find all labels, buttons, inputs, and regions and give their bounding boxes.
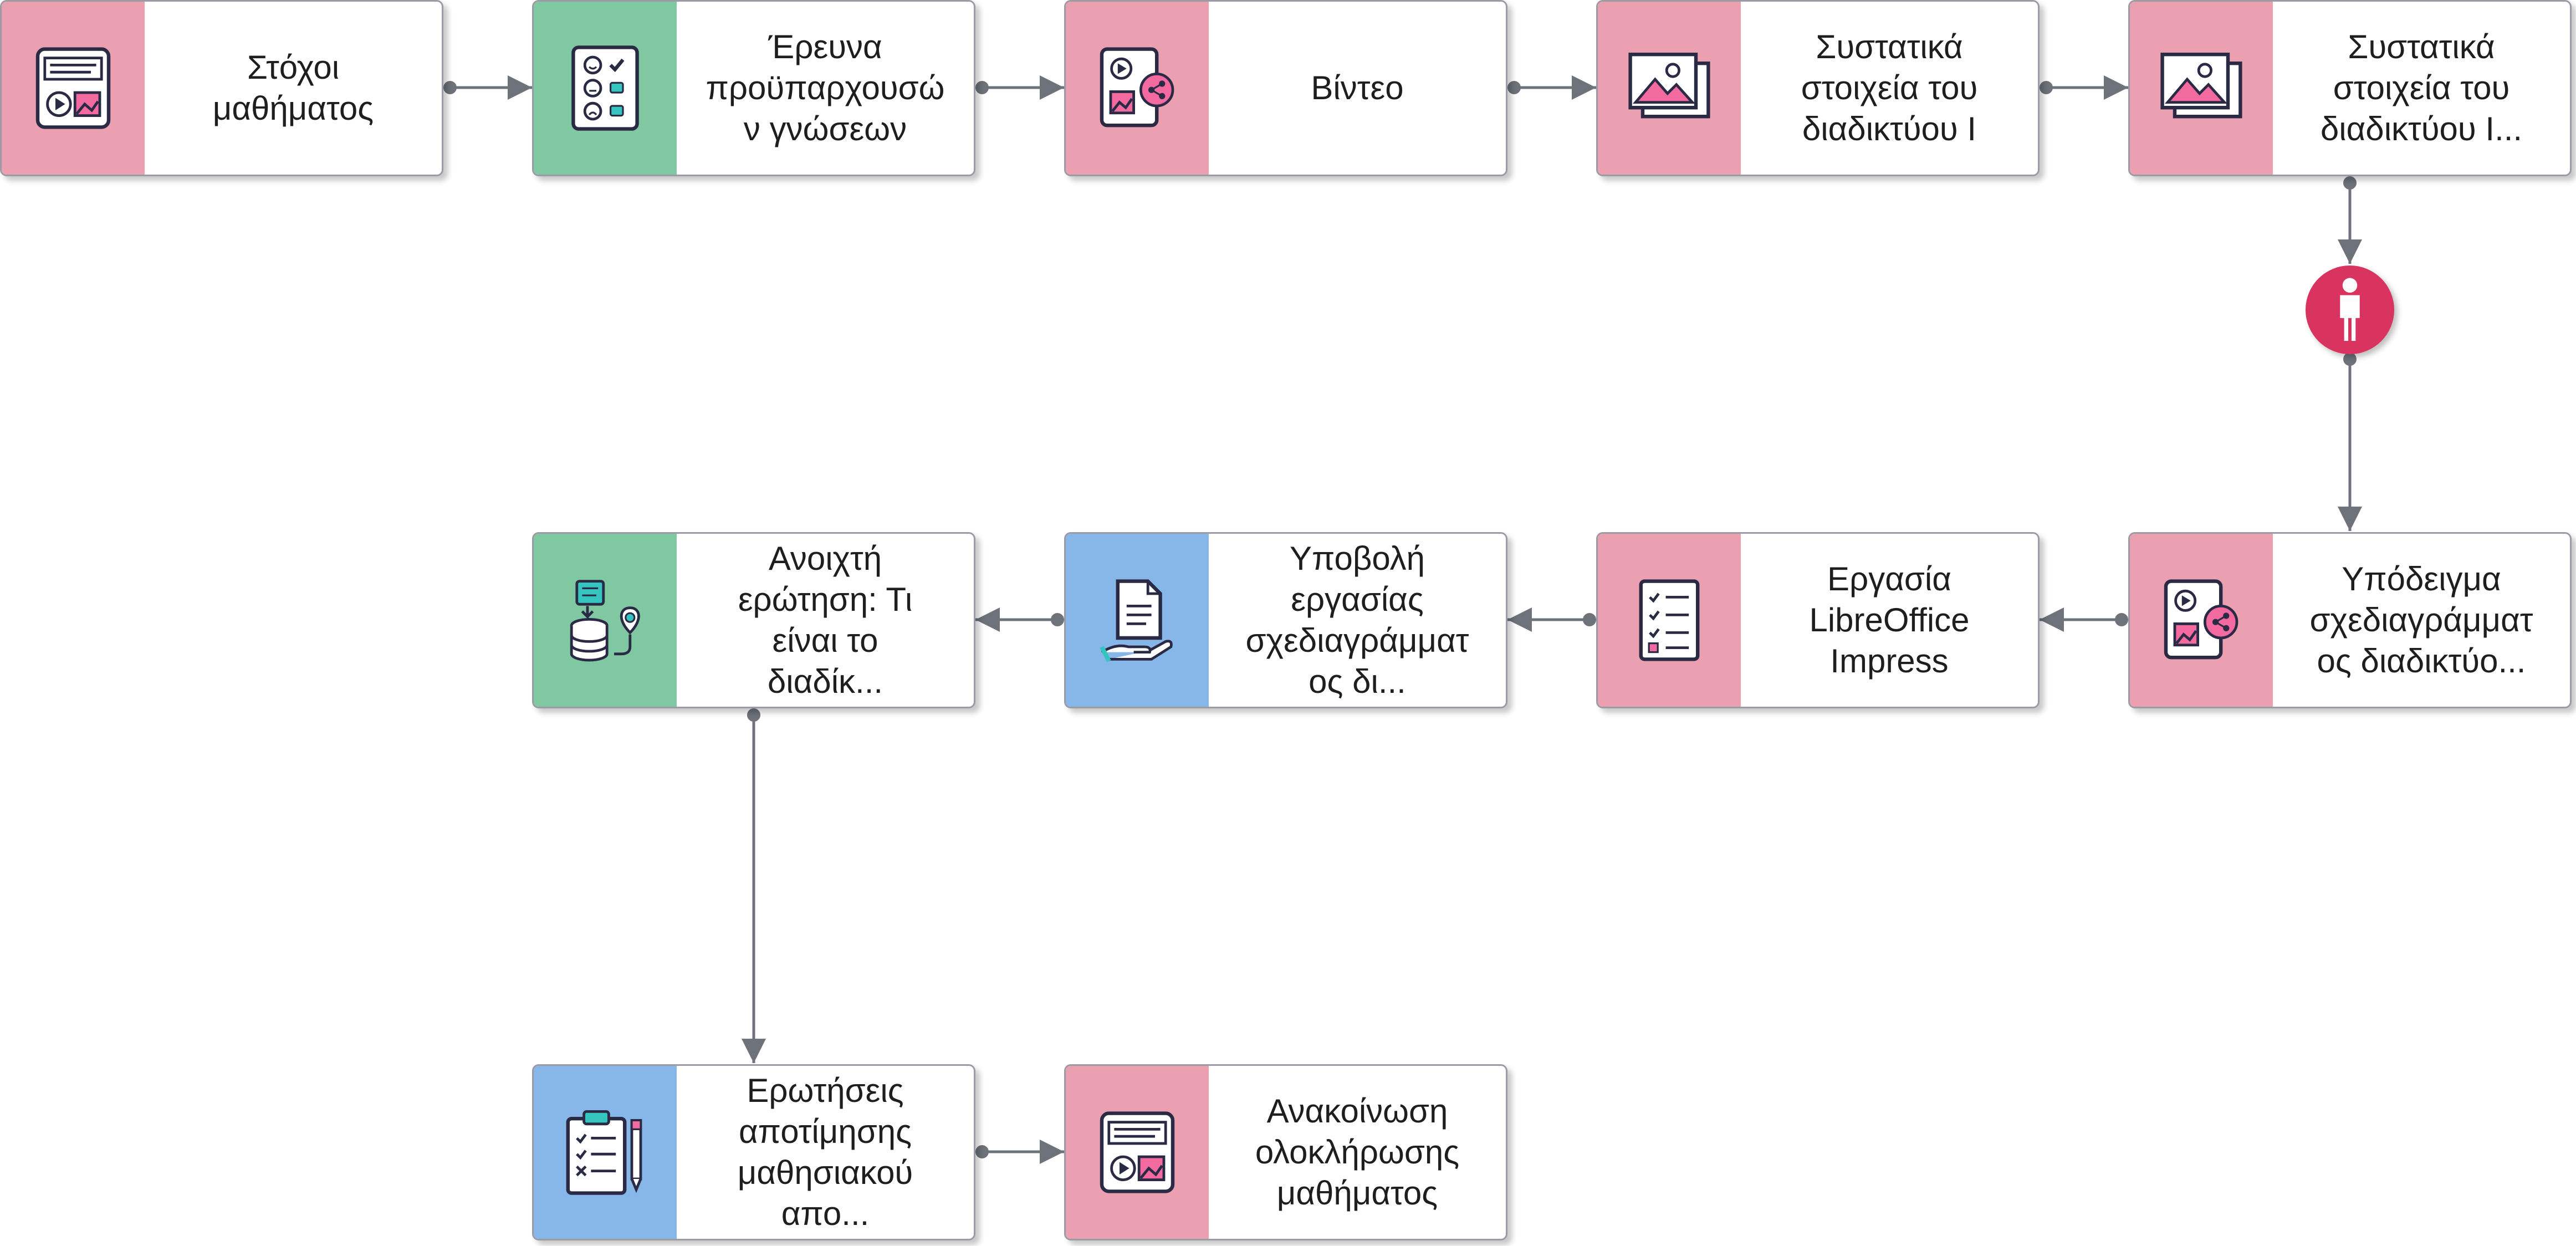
node-label: Εργασία LibreOffice Impress (1809, 560, 1970, 680)
node-label: Υπόδειγμα σχεδιαγράμματ ος διαδικτύο... (2309, 560, 2533, 680)
conditional-gate[interactable] (2306, 265, 2394, 354)
node-category-band (2130, 534, 2273, 707)
activity-node-internet-components-1[interactable]: Συστατικά στοιχεία του διαδικτύου Ι (1596, 0, 2040, 176)
image-gallery-icon (1628, 52, 1710, 119)
survey-icon (571, 45, 639, 131)
node-category-band (1066, 1066, 1209, 1239)
node-label: Συστατικά στοιχεία του διαδικτύου Ι... (2320, 28, 2523, 147)
node-category-band (534, 2, 677, 175)
node-category-band (1066, 534, 1209, 707)
node-label: Ερωτήσεις αποτίμησης μαθησιακού απο... (737, 1072, 913, 1232)
connector-port (1051, 613, 1064, 626)
activity-node-internet-diagram-example[interactable]: Υπόδειγμα σχεδιαγράμματ ος διαδικτύο... (2128, 532, 2572, 708)
node-category-band (2130, 2, 2273, 175)
node-category-band (1066, 2, 1209, 175)
node-label: Συστατικά στοιχεία του διαδικτύου Ι (1801, 28, 1978, 147)
activity-node-open-question[interactable]: Ανοιχτή ερώτηση: Τι είναι το διαδίκ... (532, 532, 975, 708)
activity-node-lesson-goals[interactable]: Στόχοι μαθήματος (0, 0, 443, 176)
connector-port (747, 708, 760, 722)
activity-node-prior-knowledge-survey[interactable]: Έρευνα προϋπαρχουσώ ν γνώσεων (532, 0, 975, 176)
connector-port (2343, 176, 2357, 190)
node-label: Ανακοίνωση ολοκλήρωσης μαθήματος (1255, 1092, 1460, 1212)
activity-node-learning-assessment-questions[interactable]: Ερωτήσεις αποτίμησης μαθησιακού απο... (532, 1064, 975, 1240)
node-label: Έρευνα προϋπαρχουσώ ν γνώσεων (706, 28, 945, 147)
database-question-icon (570, 580, 640, 662)
node-label: Ανοιχτή ερώτηση: Τι είναι το διαδίκ... (738, 540, 913, 700)
node-category-band (2, 2, 145, 175)
connector-port (443, 81, 457, 94)
video-share-icon (2164, 579, 2238, 660)
lesson-media-icon (1100, 1111, 1175, 1193)
submit-document-icon (1100, 579, 1173, 662)
node-category-band (534, 534, 677, 707)
activity-node-assignment-submission[interactable]: Υποβολή εργασίας σχεδιαγράμματ ος δι... (1064, 532, 1507, 708)
node-label: Στόχοι μαθήματος (212, 49, 374, 127)
node-label: Βίντεο (1311, 69, 1404, 106)
connector-port (2343, 353, 2357, 366)
person-icon (2340, 278, 2360, 341)
activity-node-internet-components-2[interactable]: Συστατικά στοιχεία του διαδικτύου Ι... (2128, 0, 2572, 176)
connector-port (2115, 613, 2128, 626)
activity-node-course-completion-announcement[interactable]: Ανακοίνωση ολοκλήρωσης μαθήματος (1064, 1064, 1507, 1240)
connector-port (1507, 81, 1521, 94)
connector-port (975, 81, 989, 94)
node-category-band (1598, 2, 1741, 175)
activity-node-libreoffice-task[interactable]: Εργασία LibreOffice Impress (1596, 532, 2040, 708)
connector-port (2040, 81, 2053, 94)
node-category-band (534, 1066, 677, 1239)
clipboard-pencil-icon (566, 1110, 642, 1195)
checklist-icon (1639, 579, 1700, 661)
connector-port (975, 1145, 989, 1158)
image-gallery-icon (2160, 52, 2242, 119)
node-category-band (1598, 534, 1741, 707)
node-label: Υποβολή εργασίας σχεδιαγράμματ ος δι... (1245, 540, 1469, 700)
activity-node-video[interactable]: Βίντεο (1064, 0, 1507, 176)
video-share-icon (1100, 47, 1174, 127)
connector-port (1583, 613, 1596, 626)
lesson-media-icon (35, 47, 111, 129)
